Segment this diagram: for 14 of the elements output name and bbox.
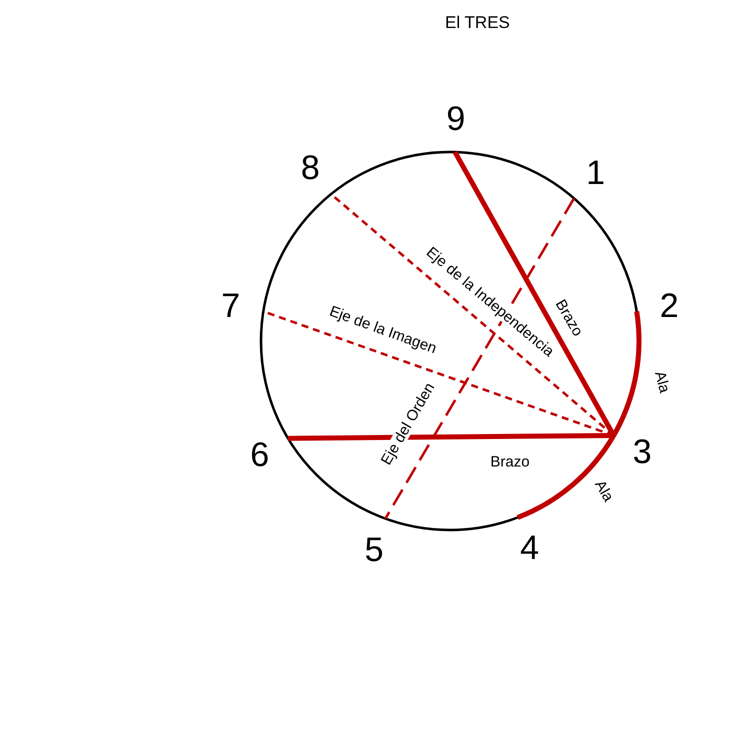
clock-number: 2: [660, 289, 679, 324]
arc-line: [516, 434, 616, 520]
connector-line: [288, 433, 614, 441]
arc-line: [611, 311, 642, 437]
clock-number: 5: [364, 532, 384, 567]
clock-number: 6: [250, 438, 270, 472]
clock-number: 9: [446, 102, 466, 136]
clock-number: 1: [586, 156, 606, 190]
clock-number: 8: [300, 151, 320, 186]
clock-number: 3: [632, 435, 652, 469]
edge-label: Brazo: [489, 454, 531, 470]
clock-number: 4: [520, 531, 539, 566]
title: El TRES: [445, 12, 510, 34]
clock-number: 7: [221, 289, 240, 324]
